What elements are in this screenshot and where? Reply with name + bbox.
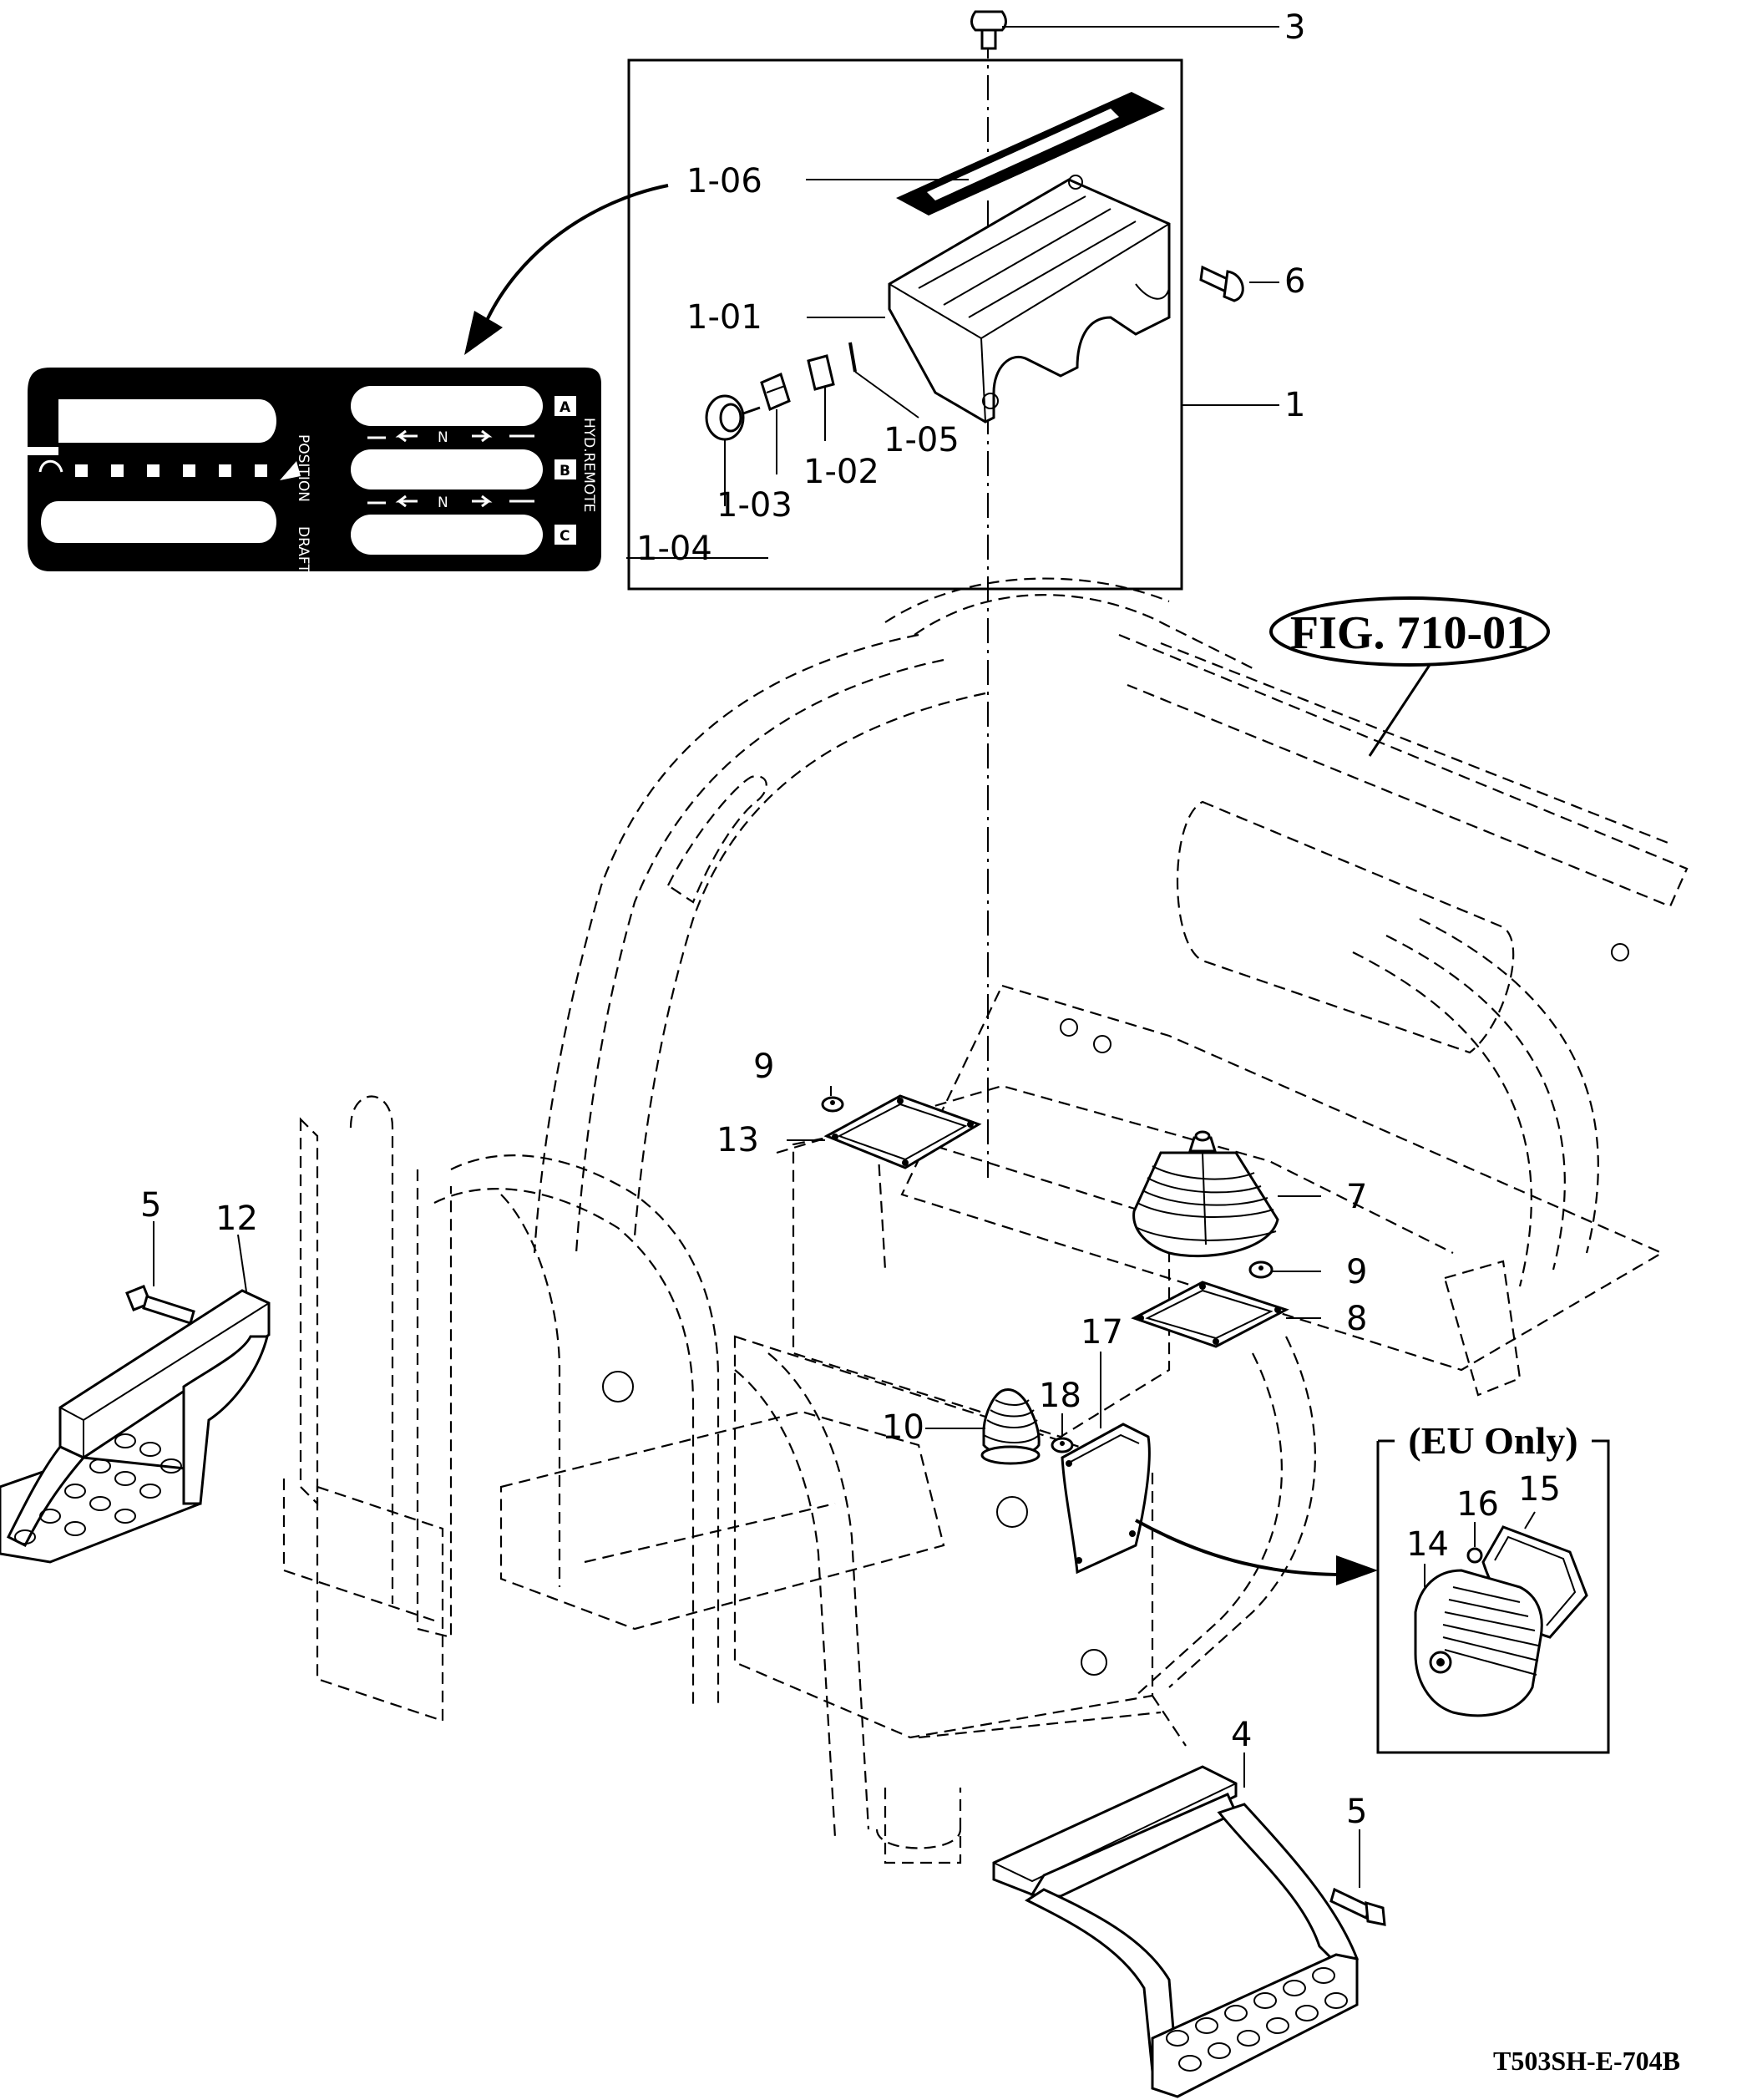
callout-6: 6 — [1284, 262, 1305, 301]
callout-10: 10 — [882, 1408, 924, 1447]
figure-reference-oval — [1269, 596, 1550, 757]
lever-boot-part-7 — [1132, 1130, 1279, 1258]
callout-1-05: 1-05 — [884, 421, 960, 459]
leader-lines — [153, 26, 1536, 1888]
drawing-code: T503SH-E-704B — [1493, 2046, 1680, 2076]
callout-1-06: 1-06 — [686, 162, 762, 200]
bolt-part-3 — [970, 10, 1007, 50]
callout-8: 8 — [1346, 1300, 1367, 1338]
pointer-arrow-decal — [464, 184, 669, 355]
decal-lever-b-letter: B — [560, 463, 570, 479]
eu-only-detail-box — [1376, 1439, 1610, 1754]
cover-plate-part-13 — [823, 1094, 982, 1169]
callout-1-01: 1-01 — [686, 298, 762, 337]
decal-lever-c-letter: C — [560, 528, 570, 545]
callout-1-03: 1-03 — [717, 486, 792, 525]
callout-9-lower: 9 — [1346, 1253, 1367, 1291]
step-part-12 — [0, 1289, 271, 1564]
clip-part-1-03 — [760, 372, 791, 412]
callout-5-left: 5 — [140, 1186, 161, 1225]
eu-only-title: (EU Only) — [1408, 1419, 1577, 1462]
cover-plate-part-17 — [1061, 1423, 1151, 1575]
lever-guide-detail-box — [627, 33, 1183, 1178]
pointer-arrow-eu — [1135, 1519, 1378, 1585]
callout-1: 1 — [1284, 386, 1305, 424]
pin-part-1-05 — [848, 342, 857, 373]
figure-reference-label: FIG. 710-01 — [1290, 607, 1529, 659]
knob-part-1-04 — [705, 394, 761, 441]
small-boot-part-10 — [980, 1388, 1041, 1465]
gasket-plate-part-8 — [1131, 1281, 1289, 1348]
decal-neutral-label-2: N — [438, 495, 448, 511]
decal-plate-part-1-06 — [896, 92, 1165, 216]
screw-part-6 — [1199, 265, 1244, 302]
callout-1-02: 1-02 — [803, 453, 879, 491]
callout-12: 12 — [215, 1200, 258, 1238]
grommet-part-18 — [1051, 1437, 1074, 1453]
callout-3: 3 — [1284, 8, 1305, 47]
callout-1-04: 1-04 — [636, 530, 712, 568]
bolt-part-5-right — [1329, 1887, 1386, 1926]
callout-16: 16 — [1456, 1485, 1499, 1524]
decal-position-label: POSITION — [295, 434, 311, 502]
decal-lever-a-letter: A — [560, 399, 571, 416]
callout-18: 18 — [1039, 1377, 1081, 1415]
grommet-part-9-upper — [821, 1096, 844, 1113]
callout-14: 14 — [1406, 1525, 1449, 1564]
callout-15: 15 — [1518, 1470, 1561, 1509]
callout-5-right: 5 — [1346, 1793, 1367, 1831]
decal-draft-label: DRAFT — [295, 526, 311, 573]
clip-part-1-02 — [807, 354, 835, 391]
decal-neutral-label-1: N — [438, 429, 448, 446]
grommet-part-9-lower — [1248, 1261, 1274, 1279]
decal-enlarged — [28, 368, 601, 571]
bolt-part-5-left — [125, 1285, 195, 1325]
decal-hyd-remote-label: HYD.REMOTE — [580, 418, 597, 512]
callout-17: 17 — [1081, 1313, 1123, 1352]
step-part-4 — [992, 1765, 1360, 2098]
callout-4: 4 — [1231, 1716, 1252, 1754]
lever-guide-cover-part-1-01 — [888, 175, 1171, 424]
callout-13: 13 — [717, 1121, 759, 1159]
callout-7: 7 — [1346, 1178, 1367, 1216]
callout-9-upper: 9 — [753, 1047, 774, 1086]
